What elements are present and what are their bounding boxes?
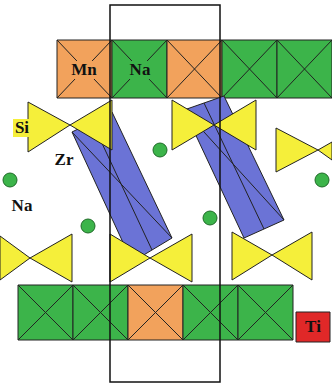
- atom-label: Na: [10, 197, 35, 215]
- atom-label: Na: [128, 61, 153, 79]
- atom-label: Zr: [53, 151, 76, 169]
- octahedra-top-layer: [57, 40, 332, 98]
- atom-label: Si: [13, 119, 31, 137]
- unit-cell: [110, 5, 220, 382]
- si-tetrahedra: [0, 100, 332, 282]
- atom-label: Mn: [69, 61, 99, 79]
- atom-label: Ti: [303, 318, 323, 336]
- na-atoms: [3, 143, 329, 233]
- octahedra-bottom-layer: [18, 285, 330, 342]
